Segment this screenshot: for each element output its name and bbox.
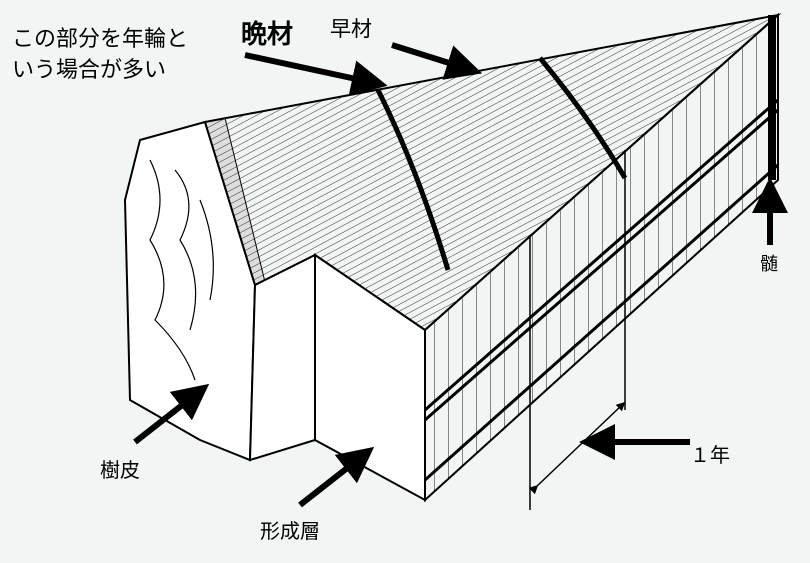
pith-label: 髄 [760,254,778,275]
one-year-span [528,401,626,495]
one-year-label: １年 [690,443,730,467]
earlywood-arrow [391,42,483,80]
bark-arrow [133,383,210,445]
growth-ring-label-line2: いう場合が多い [12,58,167,83]
latewood-arrow [244,52,388,96]
cambium-arrow [298,446,375,508]
bark-label: 樹皮 [100,458,140,482]
latewood-label: 晩材 [241,20,294,50]
growth-ring-label-line1: この部分を年輪と [12,27,189,52]
cambium-label: 形成層 [260,519,320,543]
earlywood-label: 早材 [330,17,372,41]
